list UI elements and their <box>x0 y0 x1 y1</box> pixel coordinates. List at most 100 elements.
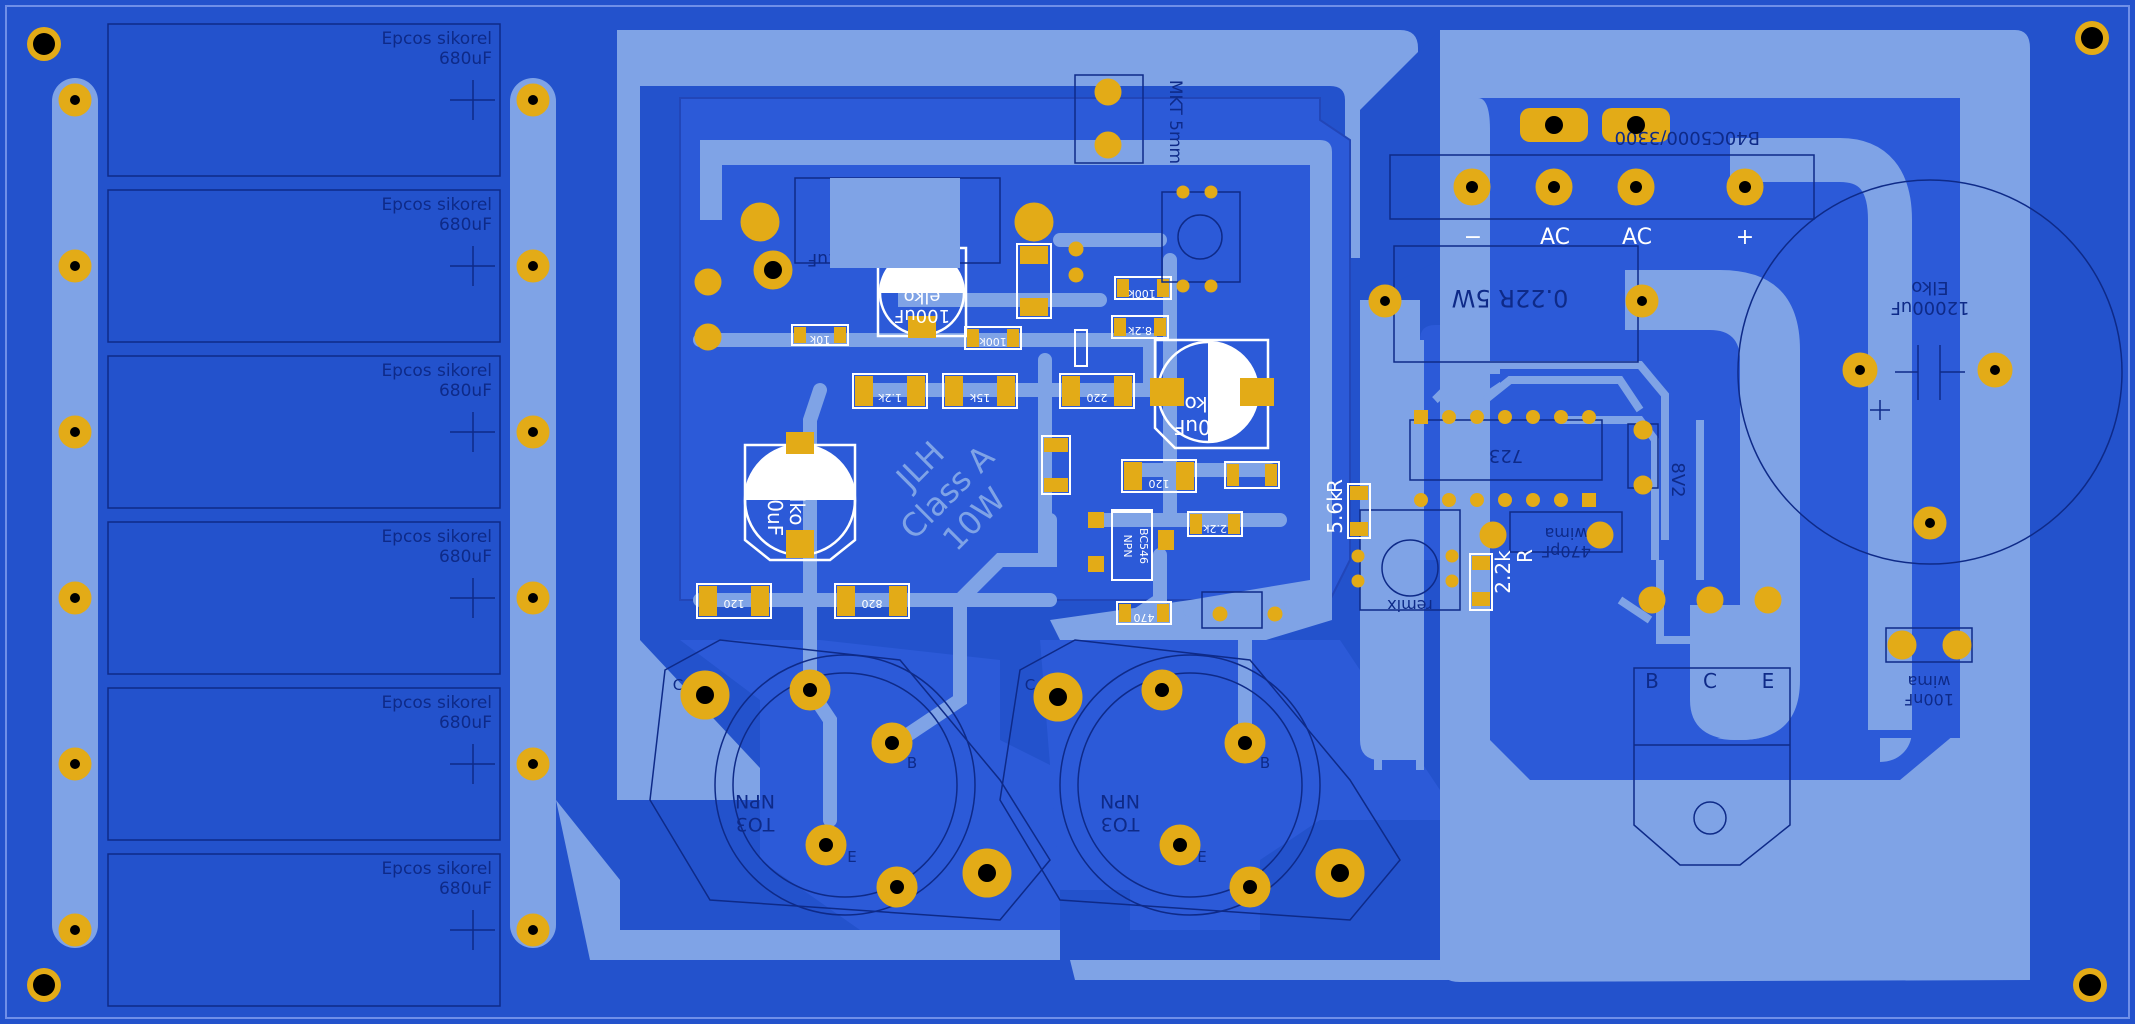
to3-right-pin-e: E <box>1197 848 1206 866</box>
to3-right-type: NPN <box>1100 790 1140 812</box>
capacitor-bank <box>107 23 501 1007</box>
cap-value-1: 680uF <box>439 49 492 69</box>
cap-name-1: Epcos sikorel <box>381 29 492 49</box>
r-5-6k-pad-b <box>1350 522 1368 536</box>
bridge-outline <box>1389 154 1815 220</box>
to3-left-type: NPN <box>735 790 775 812</box>
reg-pin-e: E <box>1762 669 1775 693</box>
psu-positive-column <box>1730 138 1912 730</box>
to3-outline-right <box>999 639 1401 921</box>
to3-left-pin-b: B <box>907 754 917 772</box>
main-filter-cap <box>1737 179 2123 565</box>
cap-name-4: Epcos sikorel <box>381 527 492 547</box>
r-470-label: 470 <box>1134 611 1155 624</box>
r-2-2k-value: 2.2k <box>1491 550 1515 594</box>
r-820-label: 820 <box>862 597 883 610</box>
return-trace-right <box>1070 935 1470 980</box>
to3-left-package: TO3 <box>736 813 776 835</box>
elko-220-name: elko <box>1185 392 1226 416</box>
wima-470pf-outline <box>1509 511 1623 553</box>
cap-name-6: Epcos sikorel <box>381 859 492 879</box>
supply-rail-left <box>510 78 556 948</box>
ic-723-pins <box>1414 410 1596 507</box>
r-2-2k-pad-b <box>1472 592 1490 606</box>
elko-220uf <box>1150 338 1274 450</box>
to3-left-pin-c: C <box>673 676 683 694</box>
r-100k-top-label: 100k <box>1128 287 1156 300</box>
amp-outer-trace <box>617 30 790 800</box>
wima-mkt-label: MKT 5mm <box>1165 80 1185 164</box>
wima-470-value: 470pF <box>1541 542 1591 561</box>
to3-right-package: TO3 <box>1101 813 1141 835</box>
amp-supply-plane <box>640 30 1418 258</box>
cap-value-6: 680uF <box>439 879 492 899</box>
r-15k-label: 15k <box>969 391 990 404</box>
r-2-2k-body <box>1469 553 1493 611</box>
trimmer-label: remix <box>1387 596 1433 615</box>
return-trace-lower <box>556 800 1060 960</box>
wima-470-name: wima <box>1545 524 1588 543</box>
elko-100-name: elko <box>904 286 941 307</box>
to3-outline-left <box>649 639 1051 921</box>
elko-330-name: elko <box>785 485 809 526</box>
cap-name-3: Epcos sikorel <box>381 361 492 381</box>
wima-100-value: 100nF <box>1904 690 1954 709</box>
cap-value-2: 680uF <box>439 215 492 235</box>
r-2-2k-small-label: 2.2k <box>1202 522 1226 535</box>
r-120b-label: 120 <box>724 597 745 610</box>
ground-rail-left <box>52 78 98 948</box>
elko-100-value: 100uF <box>894 305 950 326</box>
main-cap-name: Elko <box>1911 277 1948 298</box>
reg-pin-b: B <box>1645 669 1659 693</box>
resistor-pads <box>699 246 1277 622</box>
power-resistor-label: 0.22R 5W <box>1452 284 1569 312</box>
bridge-pin-plus: + <box>1736 225 1754 250</box>
drill-holes <box>70 95 2000 935</box>
psu-left-band <box>1360 30 1440 300</box>
r-5-6k-body <box>1347 483 1371 539</box>
ic-723-label: 723 <box>1489 445 1523 466</box>
pcb-ground-pour-lower <box>680 640 1060 930</box>
remix-cap-body <box>830 178 960 268</box>
reg-pin-c: C <box>1703 669 1717 693</box>
elko-330-value: 330uF <box>763 474 787 536</box>
regulator-outline <box>1633 667 1791 866</box>
r-5-6k-value: 5.6k <box>1323 490 1347 534</box>
bc-part: BC546 <box>1137 528 1150 564</box>
r-100k-label: 100k <box>979 335 1007 348</box>
board-edge <box>5 5 2130 1019</box>
cap-value-5: 680uF <box>439 713 492 733</box>
r-5-6k-pad-a <box>1350 486 1368 500</box>
psu-top-band <box>1440 30 2030 982</box>
r-8-2k-label: 8.2k <box>1127 324 1151 337</box>
bc546-transistor <box>1088 509 1174 581</box>
to3-right-pin-c: C <box>1025 676 1035 694</box>
bridge-part: B40C5000/3300 <box>1614 127 1760 148</box>
cap-value-3: 680uF <box>439 381 492 401</box>
r-2-2k-tag: R <box>1513 549 1537 563</box>
r-2-2k-pad-a <box>1472 556 1490 570</box>
elko-220-value: 220uF <box>1174 415 1236 439</box>
bc-type: NPN <box>1121 534 1134 557</box>
elko-330uf <box>743 432 857 562</box>
r-120-label: 120 <box>1149 477 1170 490</box>
cap-name-5: Epcos sikorel <box>381 693 492 713</box>
r-1k2-label: 1.2k <box>877 391 901 404</box>
bridge-pin-minus: − <box>1464 225 1482 250</box>
to3-left-pin-e: E <box>847 848 856 866</box>
main-cap-value: 12000uF <box>1890 297 1969 318</box>
pcb-ground-pour-center <box>1040 640 1460 930</box>
resistor-row <box>696 243 1280 625</box>
zener-label: 8V2 <box>1667 462 1688 497</box>
mounting-holes <box>27 21 2109 1002</box>
cap-value-4: 680uF <box>439 547 492 567</box>
to3-right-pin-b: B <box>1260 754 1270 772</box>
cap-name-2: Epcos sikorel <box>381 195 492 215</box>
r-10k-label: 10k <box>809 333 830 346</box>
r-5-6k-tag: R <box>1323 479 1347 493</box>
wima-100-name: wima <box>1908 672 1951 691</box>
psu-bottom-left <box>1360 300 1420 760</box>
r-220-label: 220 <box>1087 391 1108 404</box>
wima-100nf-outline <box>1885 627 1973 663</box>
